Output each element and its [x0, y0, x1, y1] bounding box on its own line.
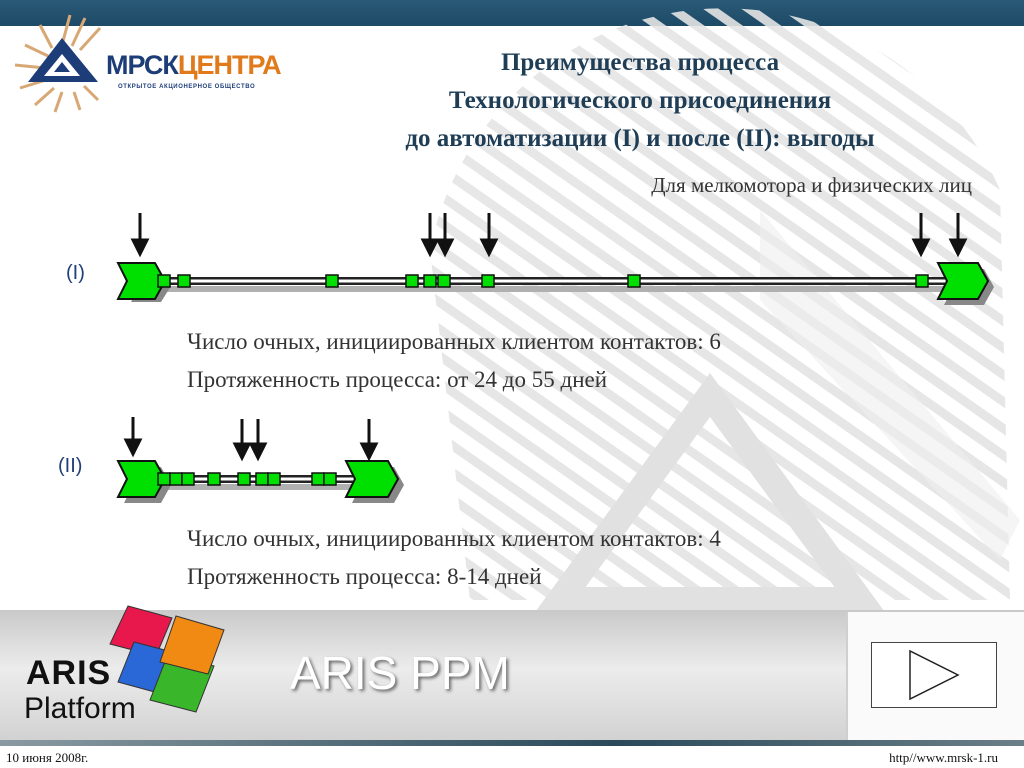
- process-2-label: (II): [58, 455, 83, 477]
- slide-title: Преимущества процесса Технологического п…: [270, 44, 1010, 158]
- title-line-2: Технологического присоединения: [448, 87, 832, 114]
- platform-wordmark: Platform: [24, 692, 136, 725]
- process-1-duration: Протяженность процесса: от 24 до 55 дней: [187, 367, 608, 392]
- title-line-1: Преимущества процесса: [500, 49, 780, 76]
- footer-date: 10 июня 2008г.: [6, 750, 89, 765]
- process-1-contacts: Число очных, инициированных клиентом кон…: [187, 329, 721, 354]
- play-button[interactable]: [871, 642, 997, 708]
- process-2-diagram: [116, 417, 404, 503]
- company-logo: МРСКЦЕНТРА ОТКРЫТОЕ АКЦИОНЕРНОЕ ОБЩЕСТВО: [10, 10, 282, 120]
- play-icon: [909, 649, 960, 701]
- process-1-label: (I): [66, 262, 85, 284]
- logo-emblem: [14, 14, 102, 113]
- process-2-info: Число очных, инициированных клиентом кон…: [187, 520, 721, 596]
- process-2-contacts: Число очных, инициированных клиентом кон…: [187, 526, 721, 551]
- process-1-info: Число очных, инициированных клиентом кон…: [187, 323, 721, 399]
- footer-divider: [0, 740, 1024, 746]
- process-2-duration: Протяженность процесса: 8-14 дней: [187, 564, 542, 589]
- title-line-3: до автоматизации (I) и после (II): выгод…: [405, 125, 875, 152]
- logo-tagline: ОТКРЫТОЕ АКЦИОНЕРНОЕ ОБЩЕСТВО: [118, 84, 256, 90]
- process-1-diagram: [116, 213, 994, 305]
- aris-cubes-icon: [109, 605, 225, 713]
- footer-url[interactable]: http//www.mrsk-1.ru: [889, 750, 998, 765]
- logo-wordmark: МРСКЦЕНТРА: [106, 50, 282, 80]
- product-name: ARIS PPM: [290, 647, 510, 699]
- top-bar: [0, 0, 1024, 26]
- slide-subtitle: Для мелкомотора и физических лиц: [651, 173, 972, 197]
- watermark: [430, 8, 1020, 613]
- aris-wordmark: ARIS: [26, 654, 112, 692]
